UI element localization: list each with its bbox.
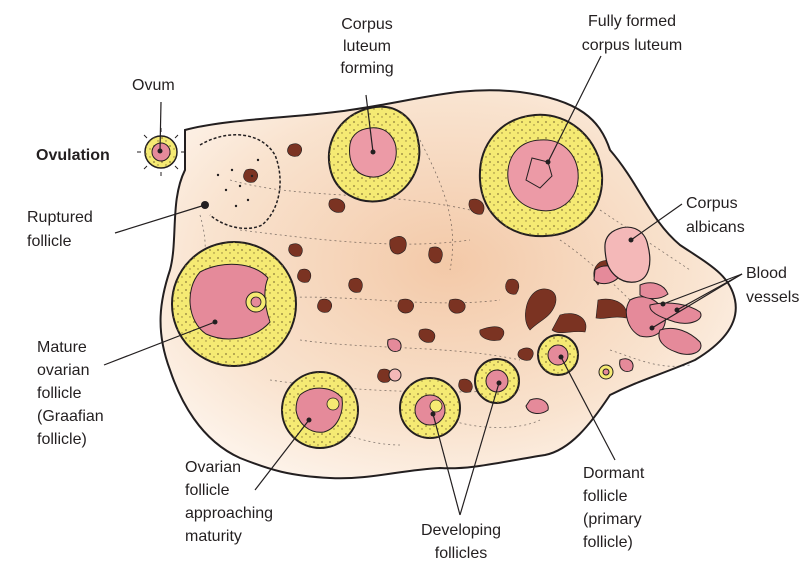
label-ruptured-follicle: Ruptured follicle bbox=[27, 206, 93, 254]
label-ovulation: Ovulation bbox=[36, 146, 110, 166]
developing-follicle-2 bbox=[475, 359, 519, 403]
follicle-approaching-maturity bbox=[282, 372, 358, 448]
label-developing-follicles: Developing follicles bbox=[398, 519, 524, 565]
label-corpus-albicans: Corpus albicans bbox=[686, 192, 745, 240]
label-blood-vessels: Blood vessels bbox=[746, 262, 799, 310]
label-ovum: Ovum bbox=[132, 76, 175, 96]
label-follicle-approaching-maturity: Ovarian follicle approaching maturity bbox=[185, 456, 273, 548]
label-dormant-follicle: Dormant follicle (primary follicle) bbox=[583, 462, 644, 554]
label-fully-formed-corpus-luteum: Fully formed corpus luteum bbox=[558, 10, 706, 58]
fully-formed-corpus-luteum bbox=[480, 115, 602, 236]
label-corpus-luteum-forming: Corpus luteum forming bbox=[330, 14, 404, 80]
dormant-follicle bbox=[538, 335, 578, 375]
ovum bbox=[137, 128, 185, 176]
developing-follicle-1 bbox=[400, 378, 460, 438]
label-mature-follicle: Mature ovarian follicle (Graafian follic… bbox=[37, 336, 104, 451]
mature-follicle bbox=[172, 242, 296, 366]
